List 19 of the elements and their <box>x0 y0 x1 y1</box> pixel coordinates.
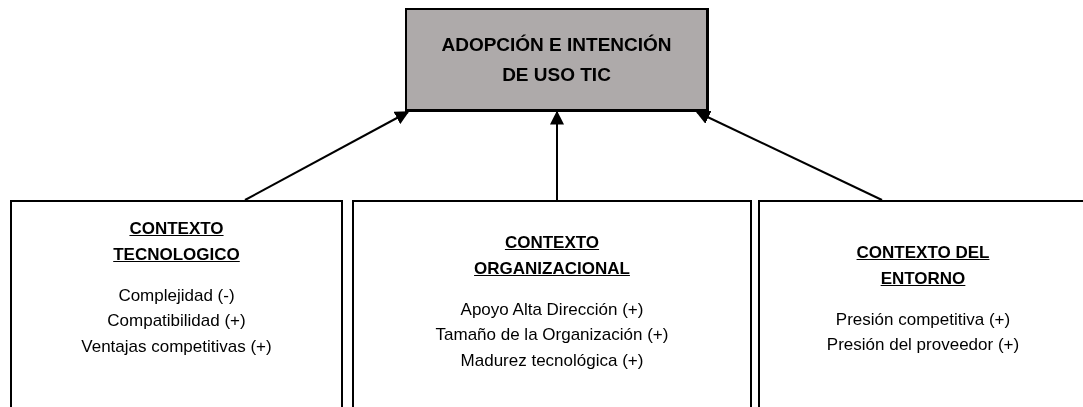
context-heading: CONTEXTO TECNOLOGICO <box>112 218 241 267</box>
factor-text: Apoyo Alta Dirección (+) <box>460 298 644 321</box>
context-box <box>10 200 343 407</box>
factor-text: Ventajas competitivas (+) <box>81 335 272 358</box>
arrow <box>695 111 883 201</box>
arrow <box>244 111 410 201</box>
outcome-box <box>405 8 709 112</box>
outcome-title: ADOPCIÓN E INTENCIÓN DE USO TIC <box>440 33 673 87</box>
factor-text: Compatibilidad (+) <box>107 310 246 333</box>
factor-text: Presión del proveedor (+) <box>826 334 1020 357</box>
factor-text: Tamaño de la Organización (+) <box>435 324 669 347</box>
context-box <box>758 200 1083 407</box>
context-heading: CONTEXTO DEL ENTORNO <box>855 242 991 291</box>
factor-text: Madurez tecnológica (+) <box>460 349 644 372</box>
factor-text: Complejidad (-) <box>118 284 235 307</box>
arrow <box>550 110 564 201</box>
context-heading: CONTEXTO ORGANIZACIONAL <box>473 232 631 281</box>
factor-text: Presión competitiva (+) <box>835 308 1011 331</box>
context-box <box>352 200 752 407</box>
